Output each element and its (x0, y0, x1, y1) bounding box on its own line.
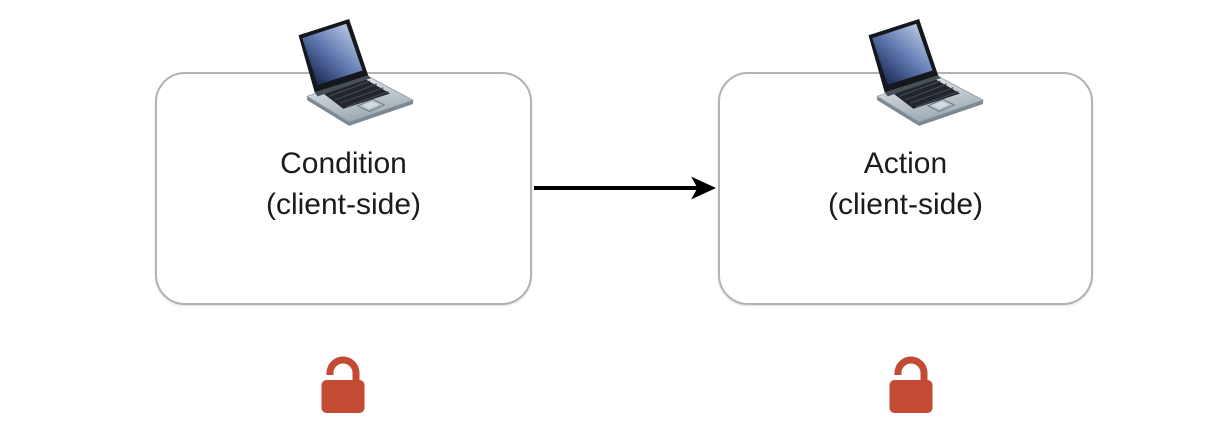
node-condition-label: Condition (client-side) (266, 143, 421, 225)
node-subtitle: (client-side) (265, 187, 422, 221)
node-action-label: Action (client-side) (828, 143, 983, 225)
unlocked-padlock-icon (321, 356, 365, 413)
node-title: Action (863, 146, 948, 180)
node-subtitle: (client-side) (827, 187, 984, 221)
node-title: Condition (280, 146, 407, 180)
laptop-icon (868, 19, 984, 126)
unlocked-padlock-icon (889, 356, 933, 413)
laptop-icon (298, 19, 414, 126)
